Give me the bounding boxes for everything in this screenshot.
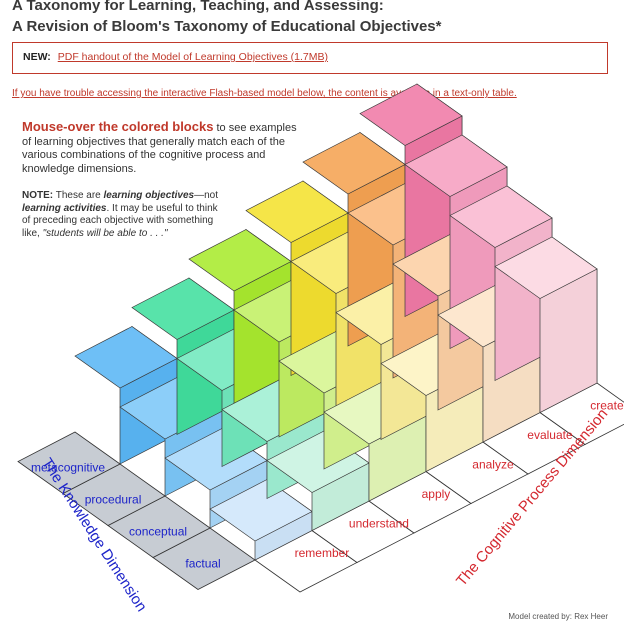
cognitive-label-apply: apply (422, 487, 451, 501)
note-quote: "students will be able to . . ." (42, 227, 168, 239)
intro-rest: to see examples of learning objectives t… (22, 122, 297, 175)
new-notice-box: NEW: PDF handout of the Model of Learnin… (12, 42, 608, 74)
block-top-face (449, 185, 553, 248)
intro-highlight: Mouse-over the colored blocks (22, 119, 214, 134)
note-text-2: —not (194, 190, 219, 201)
block-top-face (494, 236, 598, 299)
block-top-face (245, 180, 349, 243)
block-factual-create[interactable] (494, 236, 598, 414)
note-text: NOTE: These are learning objectives—not … (22, 190, 222, 240)
cognitive-label-evaluate: evaluate (527, 428, 573, 442)
note-label: NOTE: (22, 190, 54, 201)
text-only-table-link[interactable]: If you have trouble accessing the intera… (12, 88, 517, 99)
cognitive-label-create: create (590, 398, 624, 412)
block-top-face (302, 132, 406, 195)
block-top-face (131, 277, 235, 340)
block-top-face (74, 326, 178, 389)
knowledge-floor-metacognitive (17, 431, 121, 494)
page-title: A Taxonomy for Learning, Teaching, and A… (12, 0, 384, 14)
cognitive-label-understand: understand (349, 516, 409, 530)
pdf-handout-link[interactable]: PDF handout of the Model of Learning Obj… (57, 51, 328, 63)
block-top-face (404, 134, 508, 197)
note-text-1: These are (53, 190, 104, 201)
knowledge-label-factual: factual (185, 557, 220, 571)
cognitive-label-remember: remember (295, 546, 350, 560)
knowledge-label-metacognitive: metacognitive (31, 461, 105, 475)
cognitive-label-analyze: analyze (472, 457, 514, 471)
block-top-face (359, 83, 463, 146)
intro-text: Mouse-over the colored blocks to see exa… (22, 120, 302, 176)
new-label: NEW: (23, 51, 51, 63)
model-credit: Model created by: Rex Heer (508, 612, 608, 621)
note-text-3: . It may be useful to think of preceding… (22, 202, 218, 239)
note-emph-activities: learning activities (22, 202, 107, 214)
block-top-face (188, 229, 292, 292)
knowledge-label-conceptual: conceptual (129, 525, 187, 539)
knowledge-label-procedural: procedural (85, 493, 142, 507)
note-emph-objectives: learning objectives (103, 190, 195, 201)
page-subtitle: A Revision of Bloom's Taxonomy of Educat… (12, 18, 442, 35)
